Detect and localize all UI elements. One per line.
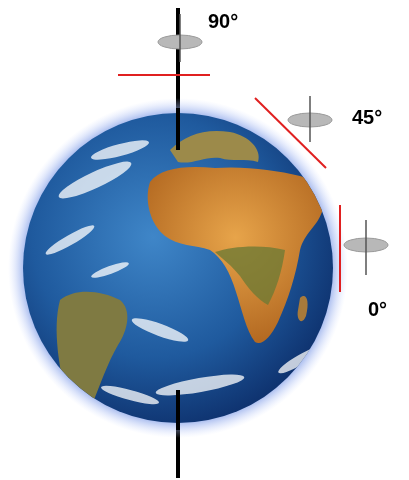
horizon-line: [118, 74, 210, 76]
latitude-label: 45°: [352, 106, 382, 128]
earth-axis-south: [176, 390, 180, 430]
africa: [148, 167, 323, 343]
atmosphere-glow: [8, 98, 348, 438]
madagascar: [298, 296, 308, 321]
rainforest: [215, 246, 285, 305]
horizon-plate-45: [288, 96, 332, 142]
horizon-line: [339, 205, 341, 292]
latitude-label: 0°: [368, 298, 387, 320]
clouds: [43, 136, 324, 407]
horizon-plate-90: [158, 14, 202, 62]
horizon-line: [255, 98, 326, 168]
earth-axis-north: [176, 108, 180, 150]
europe: [170, 131, 259, 163]
latitude-label: 90°: [208, 10, 238, 32]
horizon-plate-0: [344, 220, 388, 275]
globe: [23, 113, 333, 423]
